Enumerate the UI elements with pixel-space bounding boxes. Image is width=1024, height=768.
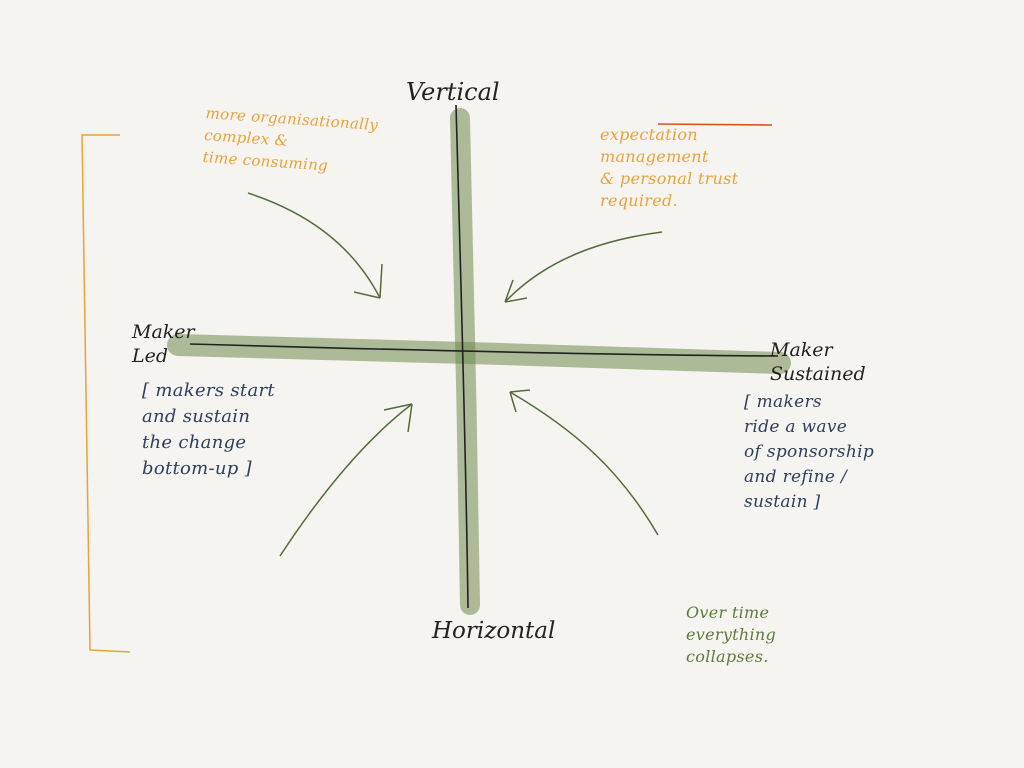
note-maker-led: [ makers start and sustain the change bo…: [142, 380, 275, 479]
note-top-right: expectation management & personal trust …: [600, 125, 739, 210]
axis-label-horizontal: Horizontal: [432, 618, 556, 644]
horizontal-axis-band: [167, 334, 791, 374]
axis-label-maker-sustained: Maker Sustained: [770, 339, 866, 385]
left-bracket: [81, 134, 131, 653]
note-top-left: more organisationally complex & time con…: [202, 104, 379, 175]
vertical-axis-line: [455, 104, 469, 609]
arrow-bottom-left: [279, 403, 413, 557]
arrow-top-right: [504, 231, 663, 303]
note-over-time: Over time everything collapses.: [686, 603, 777, 666]
arrow-top-left: [247, 192, 383, 299]
axis-label-vertical: Vertical: [406, 78, 500, 106]
axis-label-maker-led: Maker Led: [132, 321, 195, 367]
note-maker-sustained: [ makers ride a wave of sponsorship and …: [744, 392, 874, 512]
vertical-axis-band: [450, 108, 480, 615]
arrow-bottom-right: [509, 389, 659, 536]
horizontal-axis-line: [189, 343, 779, 357]
red-accent-line: [657, 123, 773, 126]
